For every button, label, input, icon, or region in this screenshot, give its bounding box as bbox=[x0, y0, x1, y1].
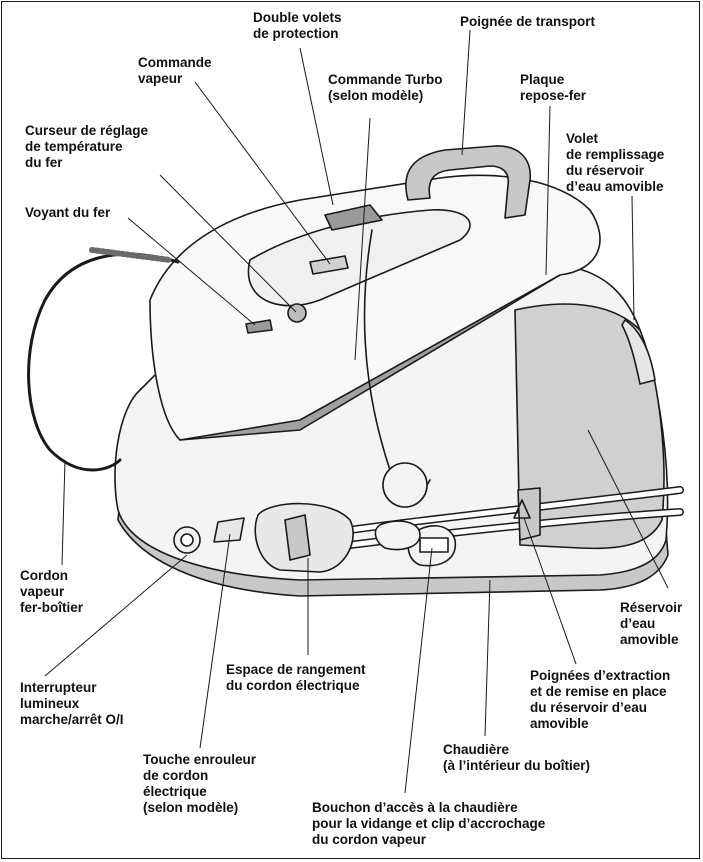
steam-control-shape bbox=[309, 255, 349, 275]
label-commande-turbo: Commande Turbo (selon modèle) bbox=[328, 72, 443, 103]
turbo-knob-shape bbox=[324, 204, 383, 231]
carry-handle-shape bbox=[405, 145, 531, 219]
label-interrupteur: Interrupteur lumineux marche/arrêt O/I bbox=[20, 680, 124, 727]
label-volet-remplissage: Volet de remplissage du réservoir d’eau … bbox=[566, 131, 665, 194]
label-reservoir-eau: Réservoir d’eau amovible bbox=[620, 600, 683, 647]
label-espace-rangement: Espace de rangement du cordon électrique bbox=[226, 662, 366, 693]
label-poignee-transport: Poignée de transport bbox=[460, 14, 596, 29]
label-commande-vapeur: Commande vapeur bbox=[138, 55, 212, 86]
steam-cord-shape bbox=[27, 252, 180, 472]
label-curseur-temperature: Curseur de réglage de température du fer bbox=[25, 123, 149, 170]
water-tank-shape bbox=[514, 303, 665, 550]
iron-top-panel bbox=[247, 209, 471, 307]
cord-winder-shape bbox=[213, 517, 245, 543]
label-double-volets: Double volets de protection bbox=[253, 10, 342, 41]
iron-body bbox=[149, 174, 601, 441]
label-bouchon-acces: Bouchon d’accès à la chaudière pour la v… bbox=[312, 800, 546, 847]
label-poignees-extraction: Poignées d’extraction et de remise en pl… bbox=[530, 668, 671, 731]
label-plaque-repose-fer: Plaque repose-fer bbox=[520, 72, 587, 103]
label-cordon-vapeur: Cordon vapeur fer-boîtier bbox=[20, 568, 84, 615]
label-voyant-fer: Voyant du fer bbox=[25, 205, 111, 220]
fill-flap-shape bbox=[621, 319, 656, 385]
label-touche-enrouleur: Touche enrouleur de cordon électrique (s… bbox=[143, 752, 257, 815]
label-chaudiere: Chaudière (à l’intérieur du boîtier) bbox=[443, 742, 591, 773]
